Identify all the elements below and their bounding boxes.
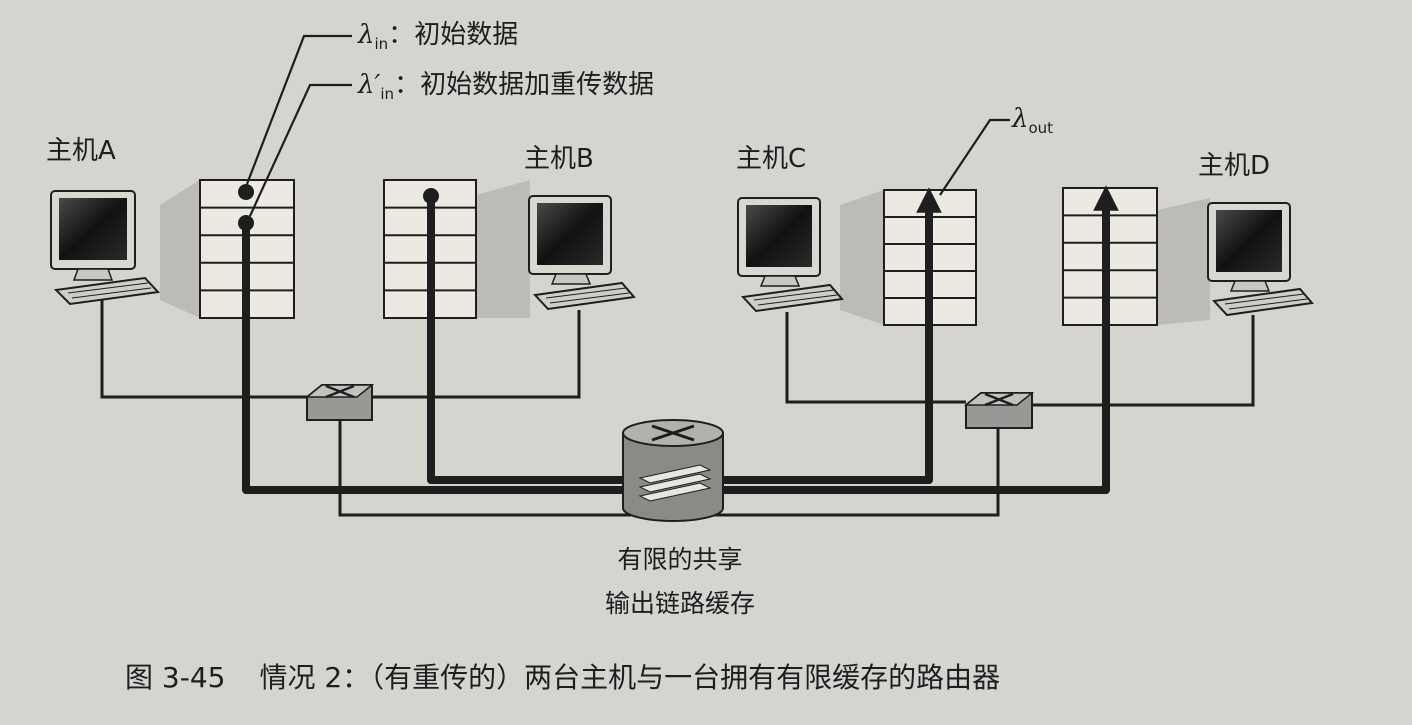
computer-d-icon <box>1207 202 1314 317</box>
figure-caption-text: 情况 2：（有重传的）两台主机与一台拥有有限缓存的路由器 <box>259 661 1001 694</box>
switch-right <box>963 392 1035 429</box>
switch-left-cross-icon <box>325 384 355 399</box>
host-c-label: 主机C <box>736 144 807 174</box>
host-d-label: 主机D <box>1198 151 1271 181</box>
link-host-c-switch2 <box>785 312 966 404</box>
host-b-label: 主机B <box>524 144 594 174</box>
lambda-in-prime-symbol: λ′ <box>358 70 381 100</box>
host-a-label: 主机A <box>46 136 116 166</box>
router-label-line1: 有限的共享 <box>617 545 743 574</box>
computer-c-icon <box>737 197 844 313</box>
switch-right-cross-icon <box>984 392 1014 407</box>
legend-lambda-out: λout <box>1012 104 1053 137</box>
lambda-in-prime-subscript: in <box>380 85 395 103</box>
lambda-in-text: 初始数据 <box>414 20 519 50</box>
router-cross-icon <box>651 424 695 442</box>
buffer-projections <box>160 180 1210 325</box>
lambda-in-symbol: λ <box>358 20 375 50</box>
lambda-out-subscript: out <box>1028 119 1054 137</box>
figure-caption: 图 3-45 情况 2：（有重传的）两台主机与一台拥有有限缓存的路由器 <box>125 656 1000 696</box>
computer-a-icon <box>50 190 161 306</box>
router-queue-icon <box>638 464 712 502</box>
lambda-in-subscript: in <box>374 35 389 53</box>
host-b-flow-dot <box>423 188 439 204</box>
router <box>622 419 724 522</box>
link-host-b-switch1 <box>372 310 581 399</box>
legend-lambda-in-prime: λ′in：初始数据加重传数据 <box>358 64 654 103</box>
link-host-a-switch1 <box>100 300 307 399</box>
lambda-out-symbol: λ <box>1012 104 1029 134</box>
legend-lambda-in: λin：初始数据 <box>358 14 518 53</box>
router-label-line2: 输出链路缓存 <box>604 589 755 618</box>
lambda-in-separator: ： <box>388 20 415 50</box>
lambda-in-prime-separator: ： <box>394 70 421 100</box>
link-host-d-switch2 <box>1032 315 1255 407</box>
figure-number: 图 3-45 <box>125 661 226 694</box>
switch-left <box>304 384 375 421</box>
leader-lines <box>245 34 1010 217</box>
router-label: 有限的共享 输出链路缓存 <box>560 538 800 626</box>
lambda-in-prime-text: 初始数据加重传数据 <box>420 70 655 100</box>
computer-b-icon <box>528 195 636 311</box>
lambda-in-dot <box>238 184 254 200</box>
lambda-in-prime-dot <box>238 215 254 231</box>
